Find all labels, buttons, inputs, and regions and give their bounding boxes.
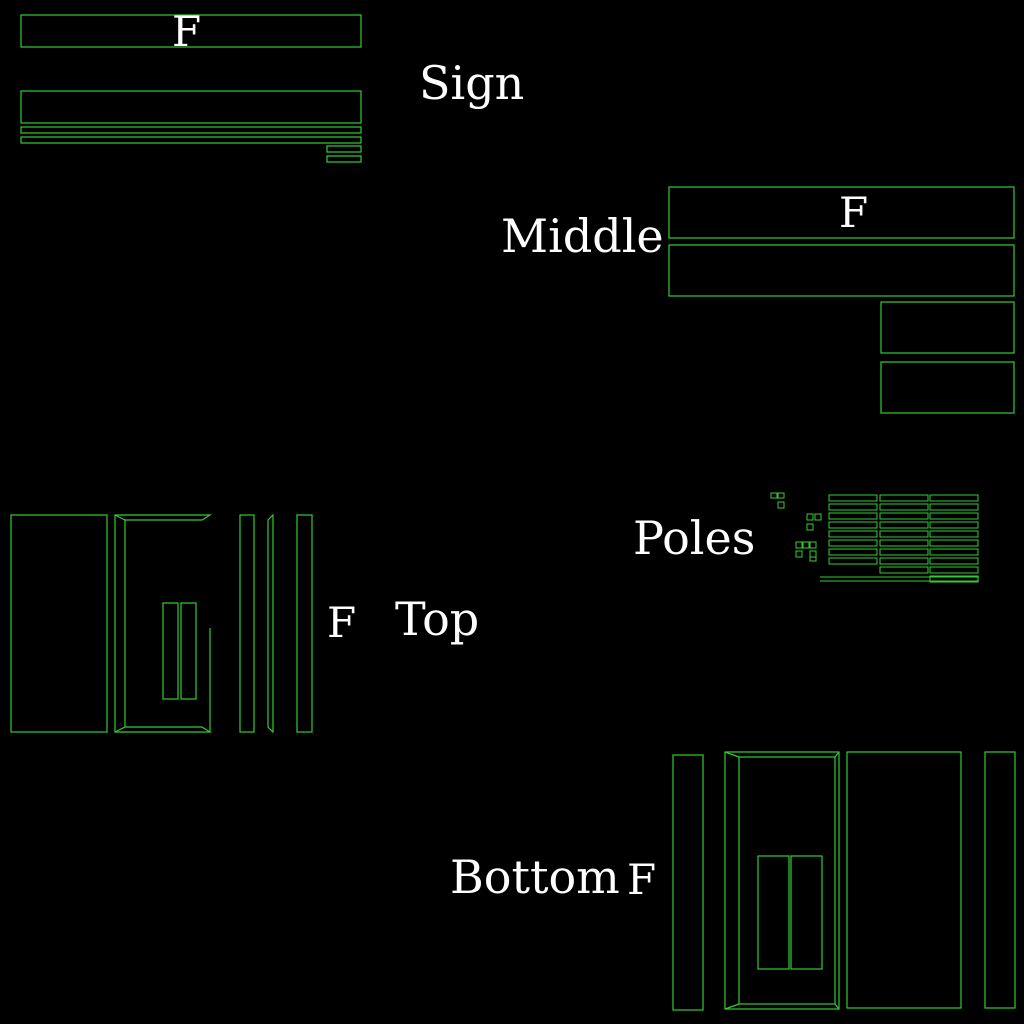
pole-cap bbox=[795, 550, 803, 558]
pole-strip bbox=[929, 557, 979, 565]
sign-label: Sign bbox=[419, 56, 525, 110]
middle-label: Middle bbox=[501, 209, 664, 263]
pole-cap bbox=[814, 513, 822, 521]
pole-strip bbox=[929, 575, 979, 583]
middle-back-face bbox=[668, 244, 1015, 297]
pole-strip bbox=[929, 494, 979, 502]
pole-strip bbox=[929, 521, 979, 529]
top-front-marker: F bbox=[327, 598, 357, 647]
bottom-front-marker: F bbox=[627, 855, 657, 904]
top-side-strip bbox=[296, 514, 313, 733]
pole-strip bbox=[828, 494, 878, 502]
bottom-door-panel bbox=[757, 855, 790, 970]
pole-strip bbox=[828, 530, 878, 538]
top-label: Top bbox=[395, 592, 480, 646]
top-uv-group bbox=[10, 513, 313, 734]
bottom-side-strip bbox=[672, 754, 704, 1011]
middle-side-face bbox=[880, 361, 1015, 414]
pole-strip bbox=[929, 512, 979, 520]
bottom-front-outer bbox=[724, 751, 840, 1010]
pole-strip bbox=[879, 548, 929, 556]
pole-strip bbox=[929, 503, 979, 511]
bottom-side-strip bbox=[984, 751, 1016, 1009]
pole-cap bbox=[809, 556, 817, 562]
top-side-strip bbox=[267, 513, 274, 734]
pole-strip bbox=[828, 557, 878, 565]
bottom-door-panel bbox=[790, 855, 823, 970]
pole-cap bbox=[806, 513, 814, 521]
top-front-face-edge bbox=[114, 514, 126, 521]
pole-strips bbox=[828, 494, 979, 583]
bottom-front-bevel bbox=[724, 751, 740, 758]
middle-front-face bbox=[668, 186, 1015, 239]
pole-strip bbox=[879, 503, 929, 511]
sign-edge-strip bbox=[20, 126, 362, 134]
sign-edge-strip bbox=[20, 136, 362, 144]
bottom-front-bevel bbox=[834, 751, 840, 758]
pole-strip bbox=[879, 512, 929, 520]
poles-uv-group bbox=[770, 492, 979, 583]
top-door-panel bbox=[162, 602, 179, 700]
pole-strip bbox=[879, 566, 929, 574]
sign-front-face bbox=[20, 14, 362, 48]
bottom-front-bevel bbox=[834, 1003, 840, 1010]
pole-strip bbox=[828, 539, 878, 547]
poles-label: Poles bbox=[633, 511, 756, 565]
top-door-panel bbox=[180, 602, 197, 700]
middle-uv-group bbox=[668, 186, 1015, 414]
pole-strip bbox=[828, 503, 878, 511]
pole-strip bbox=[929, 566, 979, 574]
pole-strip bbox=[879, 530, 929, 538]
pole-strip bbox=[828, 548, 878, 556]
pole-cap bbox=[802, 541, 810, 549]
pole-strip bbox=[828, 512, 878, 520]
pole-cap bbox=[806, 523, 814, 531]
bottom-uv-group bbox=[672, 751, 1016, 1011]
bottom-front-inner bbox=[738, 756, 836, 1005]
pole-strip bbox=[929, 530, 979, 538]
pole-cap bbox=[795, 541, 803, 549]
top-front-face-edge bbox=[114, 726, 126, 733]
bottom-front-bevel bbox=[724, 1003, 740, 1010]
sign-back-face bbox=[20, 90, 362, 124]
pole-strip bbox=[879, 557, 929, 565]
pole-strip bbox=[879, 521, 929, 529]
pole-strip bbox=[879, 494, 929, 502]
pole-cap bbox=[809, 550, 817, 558]
sign-front-marker: F bbox=[172, 7, 202, 56]
middle-side-face bbox=[880, 301, 1015, 354]
pole-cap bbox=[777, 501, 785, 509]
pole-cap bbox=[809, 541, 817, 549]
pole-cap bbox=[777, 492, 785, 499]
pole-strip bbox=[929, 539, 979, 547]
middle-front-marker: F bbox=[839, 188, 869, 237]
pole-strip bbox=[929, 548, 979, 556]
sign-uv-group bbox=[20, 14, 362, 163]
bottom-back-face bbox=[846, 751, 962, 1009]
sign-end-cap bbox=[326, 155, 362, 163]
bottom-label: Bottom bbox=[450, 850, 620, 904]
pole-strip bbox=[879, 539, 929, 547]
pole-cap bbox=[770, 492, 778, 499]
pole-strip bbox=[828, 521, 878, 529]
sign-end-cap bbox=[326, 145, 362, 153]
top-side-strip bbox=[239, 514, 255, 733]
top-back-face bbox=[10, 514, 108, 733]
